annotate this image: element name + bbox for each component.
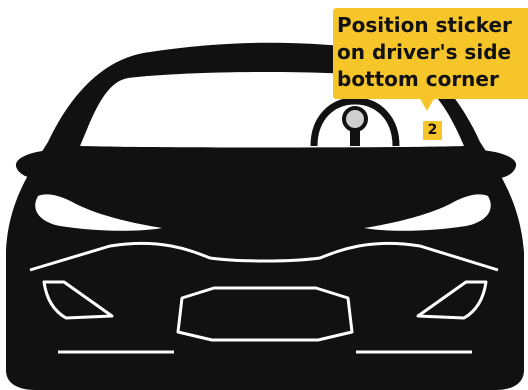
callout-pointer [419, 97, 435, 111]
instruction-text: Position sticker on driver's side bottom… [337, 12, 528, 93]
step-number-badge: 2 [423, 121, 442, 140]
instruction-line: on driver's side [337, 39, 528, 66]
instruction-line: bottom corner [337, 66, 528, 93]
instruction-line: Position sticker [337, 12, 528, 39]
